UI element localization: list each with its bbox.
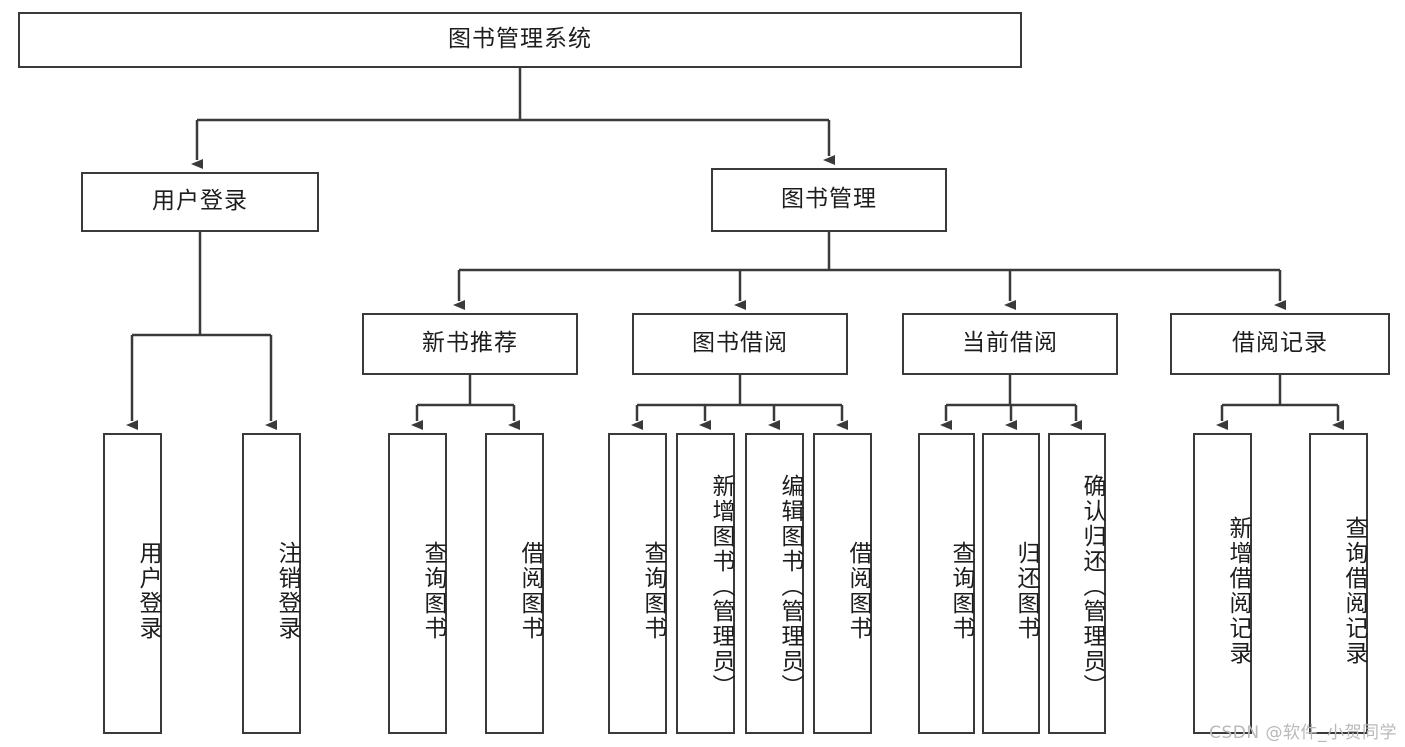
node-book-management[interactable]: 图书管理: [711, 168, 947, 232]
leaf-label: 注销登录: [274, 540, 300, 641]
node-borrow-record-label: 借阅记录: [1232, 330, 1328, 357]
leaf-label: 新增借阅记录: [1225, 515, 1251, 666]
leaf-label: 用户登录: [135, 540, 161, 641]
node-leaf-user-login[interactable]: 用户登录: [103, 433, 162, 734]
node-book-borrow[interactable]: 图书借阅: [632, 313, 848, 375]
leaf-label: 确认归还（管理员）: [1079, 474, 1105, 699]
leaf-label: 查询图书: [948, 540, 974, 641]
node-leaf-query-book-1[interactable]: 查询图书: [388, 433, 447, 734]
node-leaf-edit-book[interactable]: 编辑图书（管理员）: [745, 433, 804, 734]
node-leaf-query-book-2[interactable]: 查询图书: [608, 433, 667, 734]
node-leaf-logout-login[interactable]: 注销登录: [242, 433, 301, 734]
node-leaf-query-book-3[interactable]: 查询图书: [918, 433, 975, 734]
node-current-borrow-label: 当前借阅: [962, 330, 1058, 357]
node-leaf-return-book[interactable]: 归还图书: [982, 433, 1040, 734]
leaf-label: 查询图书: [640, 540, 666, 641]
node-current-borrow[interactable]: 当前借阅: [902, 313, 1118, 375]
leaf-label: 编辑图书（管理员）: [777, 474, 803, 699]
node-user-login-label: 用户登录: [152, 188, 248, 215]
leaf-label: 借阅图书: [517, 540, 543, 641]
node-leaf-borrow-book-2[interactable]: 借阅图书: [813, 433, 872, 734]
leaf-label: 归还图书: [1013, 540, 1039, 641]
leaf-label: 借阅图书: [845, 540, 871, 641]
node-leaf-confirm-return[interactable]: 确认归还（管理员）: [1048, 433, 1106, 734]
leaf-label: 查询图书: [420, 540, 446, 641]
node-leaf-query-record[interactable]: 查询借阅记录: [1309, 433, 1368, 734]
node-leaf-add-record[interactable]: 新增借阅记录: [1193, 433, 1252, 734]
node-leaf-borrow-book-1[interactable]: 借阅图书: [485, 433, 544, 734]
leaf-label: 查询借阅记录: [1341, 515, 1367, 666]
node-new-book-recommend[interactable]: 新书推荐: [362, 313, 578, 375]
node-book-borrow-label: 图书借阅: [692, 330, 788, 357]
node-leaf-add-book[interactable]: 新增图书（管理员）: [676, 433, 735, 734]
node-borrow-record[interactable]: 借阅记录: [1170, 313, 1390, 375]
node-root-label: 图书管理系统: [448, 26, 592, 53]
leaf-label: 新增图书（管理员）: [708, 474, 734, 699]
node-root[interactable]: 图书管理系统: [18, 12, 1022, 68]
node-user-login[interactable]: 用户登录: [81, 172, 319, 232]
node-new-book-recommend-label: 新书推荐: [422, 330, 518, 357]
watermark: CSDN @软件_小贺同学: [1209, 723, 1397, 743]
node-book-management-label: 图书管理: [781, 186, 877, 213]
